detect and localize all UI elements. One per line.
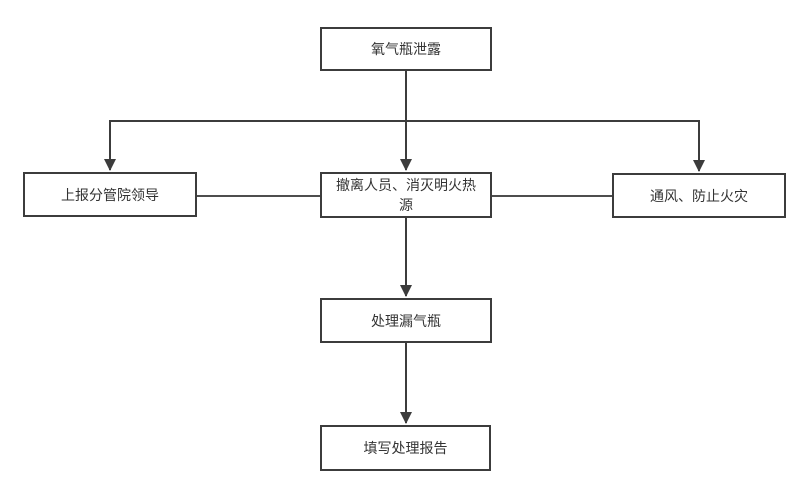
node-evacuate-extinguish-heat: 撤离人员、消灭明火热源: [320, 172, 492, 218]
node-fill-processing-report: 填写处理报告: [320, 425, 491, 471]
node-label: 氧气瓶泄露: [371, 41, 441, 57]
node-label: 填写处理报告: [363, 440, 448, 456]
node-ventilate-prevent-fire: 通风、防止火灾: [612, 173, 786, 218]
node-oxygen-cylinder-leak: 氧气瓶泄露: [320, 27, 492, 71]
node-label: 通风、防止火灾: [650, 187, 748, 204]
node-handle-leaking-cylinder: 处理漏气瓶: [320, 298, 492, 343]
node-label: 上报分管院领导: [61, 186, 159, 203]
node-label: 处理漏气瓶: [371, 312, 441, 329]
node-report-to-leaders: 上报分管院领导: [23, 172, 197, 217]
node-label: 撤离人员、消灭明火热源: [336, 177, 476, 213]
